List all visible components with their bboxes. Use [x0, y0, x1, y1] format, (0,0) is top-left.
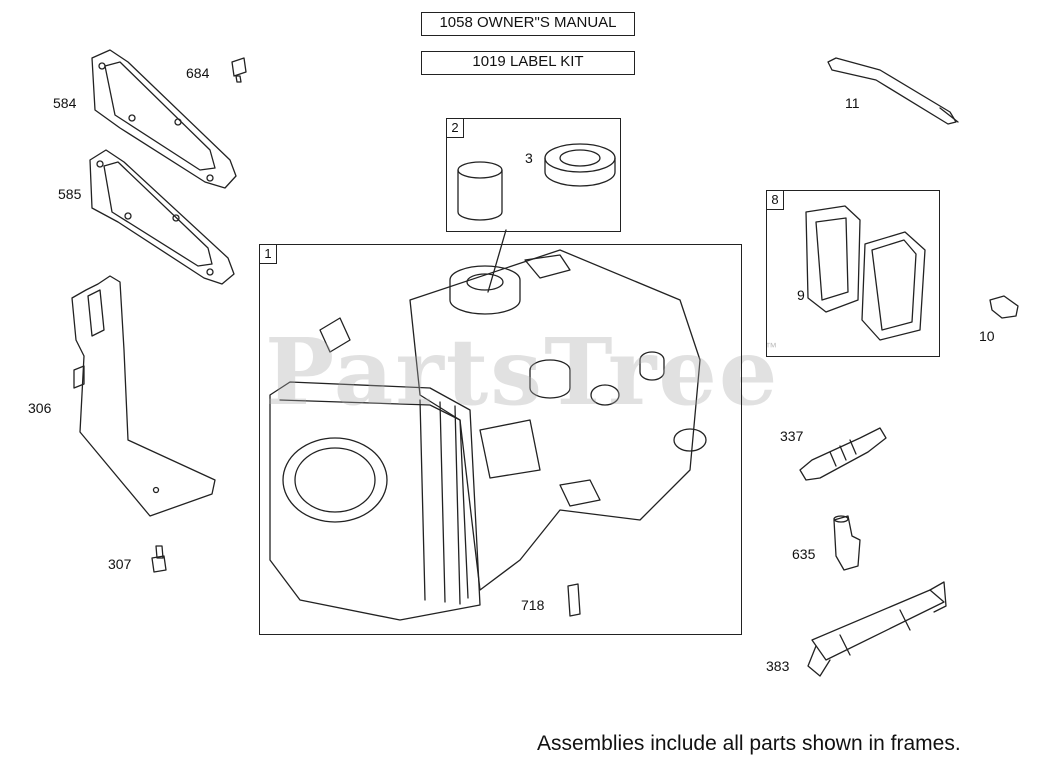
- bolt-10-drawing: [989, 295, 1019, 319]
- gasket-584-drawing: [91, 49, 237, 189]
- callout-684[interactable]: 684: [186, 65, 210, 81]
- partstree-watermark: PartsTree: [265, 318, 780, 426]
- tool-383-drawing: [807, 581, 947, 677]
- owners-manual-label-box[interactable]: 1058 OWNER"S MANUAL: [421, 12, 635, 36]
- seal-3-drawing: [544, 143, 616, 187]
- bolt-684-drawing: [231, 57, 247, 83]
- watermark-trademark: ™: [765, 340, 777, 354]
- screw-307-drawing: [151, 545, 167, 573]
- gasket-9-drawing: [805, 205, 861, 313]
- frame-1-tag: 1: [259, 244, 277, 264]
- elbow-635-drawing: [833, 515, 861, 571]
- frame-8-tag: 8: [766, 190, 784, 210]
- assemblies-footnote: Assemblies include all parts shown in fr…: [537, 732, 961, 755]
- callout-11[interactable]: 11: [845, 95, 860, 111]
- callout-337[interactable]: 337: [780, 428, 804, 444]
- dowel-718-drawing: [567, 583, 581, 617]
- callout-584[interactable]: 584: [53, 95, 77, 111]
- frame-2-leader-line: [487, 229, 507, 293]
- callout-10[interactable]: 10: [979, 328, 995, 344]
- frame-2-tag: 2: [446, 118, 464, 138]
- assembly-frame-2[interactable]: [446, 118, 621, 232]
- assembly-frame-8[interactable]: [766, 190, 940, 357]
- tube-11-drawing: [827, 57, 959, 125]
- callout-718[interactable]: 718: [521, 597, 545, 613]
- callout-306[interactable]: 306: [28, 400, 52, 416]
- gasket-585-drawing: [89, 149, 235, 285]
- spark-plug-337-drawing: [799, 427, 887, 481]
- valve-cover-drawing: [861, 231, 926, 341]
- bushing-drawing: [457, 161, 503, 221]
- callout-307[interactable]: 307: [108, 556, 132, 572]
- callout-635[interactable]: 635: [792, 546, 816, 562]
- cylinder-block-drawing: [269, 249, 707, 621]
- callout-585[interactable]: 585: [58, 186, 82, 202]
- callout-9[interactable]: 9: [797, 287, 805, 303]
- callout-383[interactable]: 383: [766, 658, 790, 674]
- assembly-frame-1[interactable]: [259, 244, 742, 635]
- label-kit-box[interactable]: 1019 LABEL KIT: [421, 51, 635, 75]
- callout-3[interactable]: 3: [525, 150, 533, 166]
- air-guide-306-drawing: [71, 275, 216, 517]
